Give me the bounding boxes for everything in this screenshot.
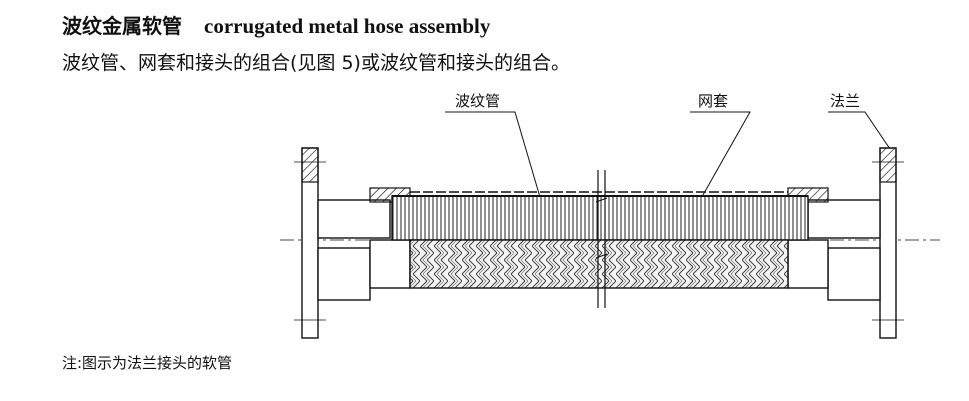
term-en: corrugated metal hose assembly <box>204 14 491 38</box>
hose-assembly-drawing: 波纹管 网套 法兰 <box>280 92 940 339</box>
term-definition: 波纹管、网套和接头的组合(见图 5)或波纹管和接头的组合。 <box>62 52 570 74</box>
label-braid: 网套 <box>698 92 728 110</box>
term-heading: 波纹金属软管 corrugated metal hose assembly <box>62 10 490 39</box>
leader-bellows <box>445 111 543 205</box>
figure-note: 注:图示为法兰接头的软管 <box>62 354 233 372</box>
left-flange <box>294 147 326 339</box>
right-fitting <box>787 187 881 301</box>
left-fitting <box>317 187 411 301</box>
hose-assembly-figure: 波纹管 网套 法兰 <box>280 92 940 351</box>
term-zh: 波纹金属软管 <box>62 14 182 38</box>
label-flange: 法兰 <box>830 92 860 110</box>
label-bellows: 波纹管 <box>455 92 500 110</box>
braid-sleeve <box>409 239 789 289</box>
right-flange <box>872 147 904 339</box>
break-line <box>595 170 608 308</box>
bellows-tube <box>391 191 809 241</box>
leader-flange <box>828 111 893 153</box>
